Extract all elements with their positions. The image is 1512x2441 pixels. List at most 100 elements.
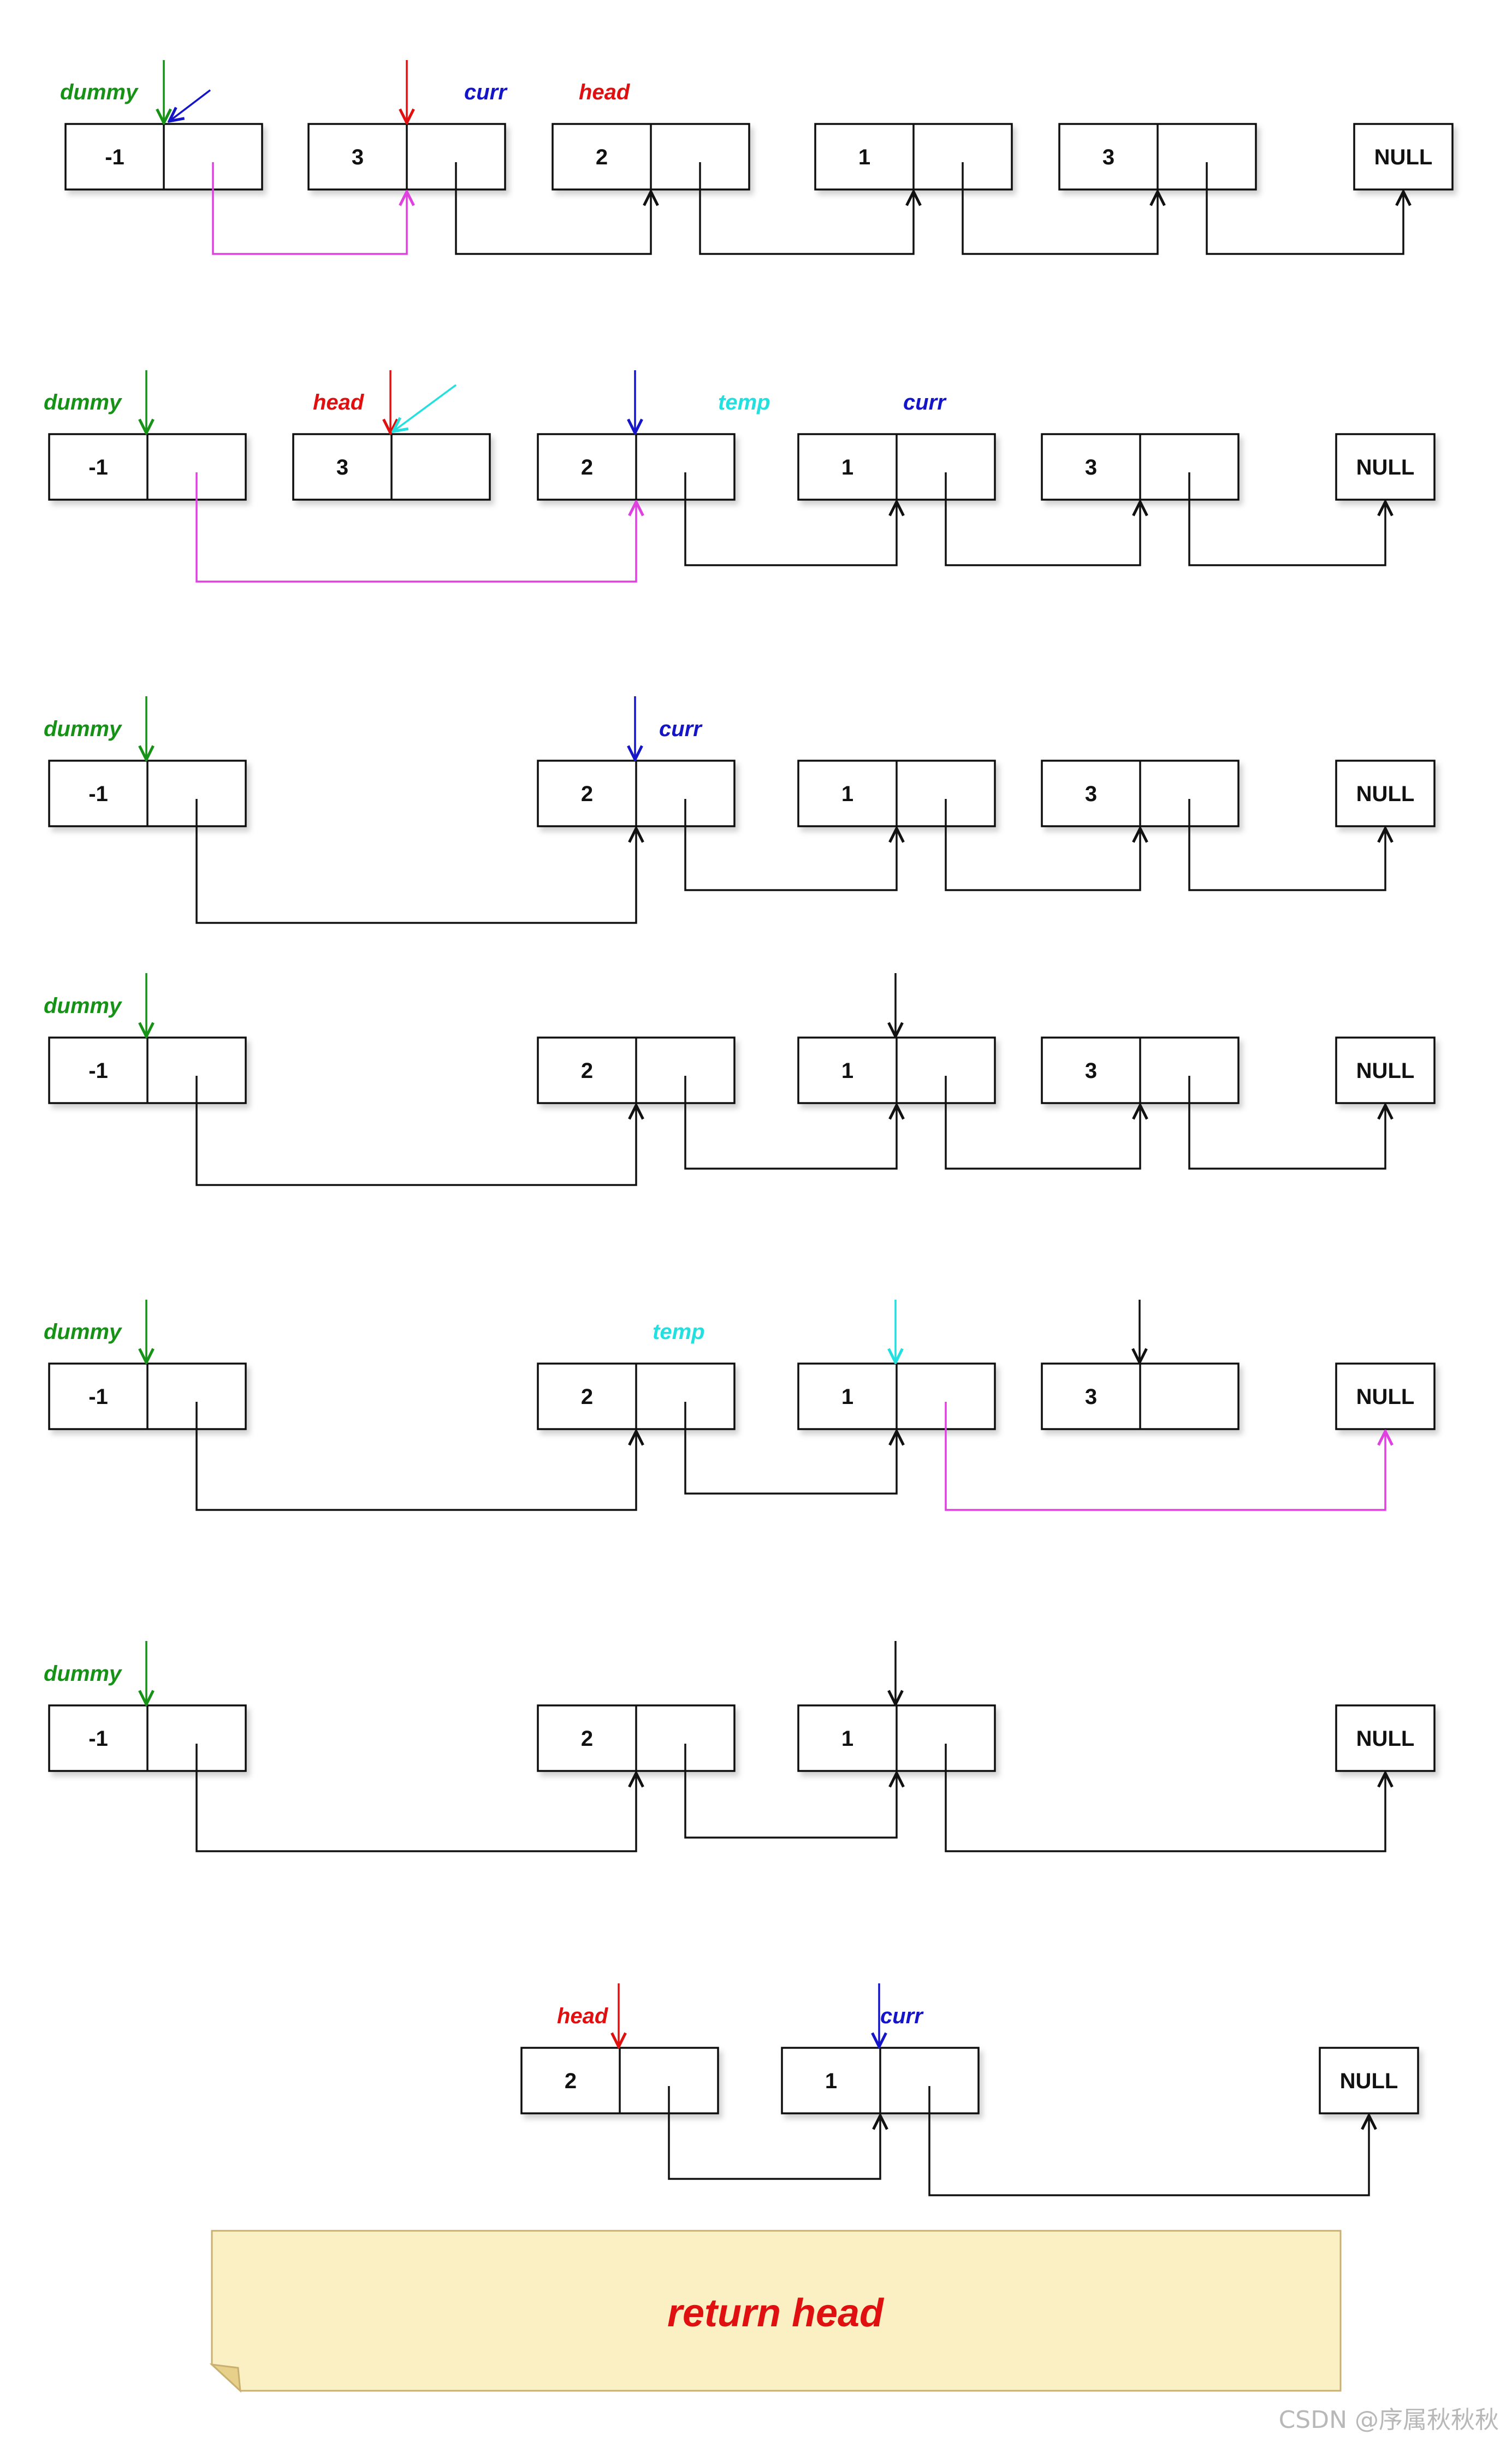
list-node: 1 bbox=[797, 1036, 996, 1104]
next-link bbox=[455, 162, 651, 255]
node-value: -1 bbox=[88, 1727, 108, 1751]
node-value: 1 bbox=[841, 1059, 853, 1083]
node-value: 3 bbox=[1102, 145, 1114, 169]
curr-pointer-label: curr bbox=[880, 2004, 924, 2028]
list-node: 1 bbox=[797, 1362, 996, 1430]
node-value: 1 bbox=[825, 2069, 837, 2093]
node-value: 1 bbox=[841, 1727, 853, 1751]
step-6: -1 2 1 NULL dummy bbox=[44, 1641, 1436, 1852]
next-link bbox=[195, 1402, 636, 1511]
list-node: -1 bbox=[48, 1036, 247, 1104]
node-value: 2 bbox=[596, 145, 608, 169]
node-value: 1 bbox=[841, 782, 853, 806]
node-value: -1 bbox=[88, 1385, 108, 1409]
next-link bbox=[195, 1744, 636, 1852]
next-link bbox=[668, 2086, 880, 2180]
node-value: NULL bbox=[1374, 145, 1433, 169]
next-link bbox=[195, 1076, 636, 1186]
next-link bbox=[195, 799, 636, 924]
node-value: NULL bbox=[1356, 1385, 1415, 1409]
null-node: NULL bbox=[1335, 1704, 1436, 1772]
note-text: return head bbox=[667, 2291, 885, 2335]
next-link bbox=[684, 1744, 897, 1839]
head-pointer-label: head bbox=[313, 390, 365, 414]
next-link bbox=[945, 1744, 1385, 1852]
list-node: 1 bbox=[797, 433, 996, 501]
dummy-pointer-label: dummy bbox=[44, 717, 122, 741]
node-value: 1 bbox=[858, 145, 870, 169]
null-box bbox=[1335, 1704, 1436, 1772]
next-link bbox=[684, 472, 897, 566]
node-value: 3 bbox=[336, 455, 348, 479]
list-node: 3 bbox=[1041, 1362, 1240, 1430]
node-value: 3 bbox=[1085, 1385, 1097, 1409]
null-box bbox=[1335, 1036, 1436, 1104]
step-1: -1 3 2 1 3 NULL dummy curr head bbox=[60, 60, 1454, 255]
node-value: NULL bbox=[1340, 2069, 1398, 2093]
dummy-pointer-label: dummy bbox=[44, 390, 122, 414]
node-value: NULL bbox=[1356, 1727, 1415, 1751]
curr-pointer-label: curr bbox=[464, 80, 508, 104]
null-box bbox=[1353, 123, 1454, 191]
list-node: -1 bbox=[48, 433, 247, 501]
node-value: 2 bbox=[581, 1059, 593, 1083]
note-fold bbox=[209, 2363, 241, 2393]
head-pointer-label: head bbox=[579, 80, 631, 104]
list-node: 3 bbox=[307, 123, 506, 191]
null-box bbox=[1319, 2047, 1419, 2114]
note-shape bbox=[211, 2230, 1342, 2392]
node-value: 2 bbox=[581, 1385, 593, 1409]
list-node: 1 bbox=[797, 1704, 996, 1772]
node-value: -1 bbox=[105, 145, 124, 169]
list-node: 3 bbox=[1058, 123, 1257, 191]
next-link bbox=[928, 2086, 1369, 2196]
null-node: NULL bbox=[1319, 2047, 1419, 2114]
next-link bbox=[699, 162, 914, 255]
node-value: NULL bbox=[1356, 455, 1415, 479]
node-value: -1 bbox=[88, 782, 108, 806]
return-note: return head bbox=[209, 2230, 1342, 2393]
list-node: 1 bbox=[781, 2047, 980, 2114]
node-value: -1 bbox=[88, 455, 108, 479]
curr-pointer-label: curr bbox=[903, 390, 947, 414]
next-link bbox=[945, 1076, 1140, 1170]
null-box bbox=[1335, 760, 1436, 827]
node-value: 3 bbox=[352, 145, 364, 169]
list-node: -1 bbox=[48, 1362, 247, 1430]
null-node: NULL bbox=[1335, 760, 1436, 827]
list-node: 2 bbox=[520, 2047, 719, 2114]
node-value: 3 bbox=[1085, 1059, 1097, 1083]
node-value: NULL bbox=[1356, 1059, 1415, 1083]
list-node: -1 bbox=[64, 123, 263, 191]
next-link bbox=[945, 799, 1140, 891]
null-node: NULL bbox=[1335, 433, 1436, 501]
temp-pointer-arrow bbox=[393, 384, 457, 431]
null-box bbox=[1335, 1362, 1436, 1430]
node-value: 3 bbox=[1085, 455, 1097, 479]
list-node: 3 bbox=[1041, 433, 1240, 501]
list-node: 2 bbox=[537, 1704, 736, 1772]
node-value: -1 bbox=[88, 1059, 108, 1083]
list-node: 2 bbox=[537, 760, 736, 827]
list-node: 2 bbox=[537, 1036, 736, 1104]
dummy-pointer-label: dummy bbox=[60, 80, 139, 104]
new-next-link bbox=[195, 472, 636, 583]
next-link bbox=[945, 472, 1140, 566]
next-link bbox=[684, 799, 897, 891]
dummy-pointer-label: dummy bbox=[44, 1662, 122, 1686]
next-link bbox=[1188, 799, 1385, 891]
list-node: -1 bbox=[48, 760, 247, 827]
null-box bbox=[1335, 433, 1436, 501]
next-link bbox=[1188, 472, 1385, 566]
list-node: 3 bbox=[1041, 760, 1240, 827]
null-node: NULL bbox=[1335, 1362, 1436, 1430]
next-link bbox=[962, 162, 1158, 255]
list-node: 3 bbox=[1041, 1036, 1240, 1104]
null-node: NULL bbox=[1353, 123, 1454, 191]
node-value: 2 bbox=[581, 1727, 593, 1751]
node-value: 1 bbox=[841, 1385, 853, 1409]
